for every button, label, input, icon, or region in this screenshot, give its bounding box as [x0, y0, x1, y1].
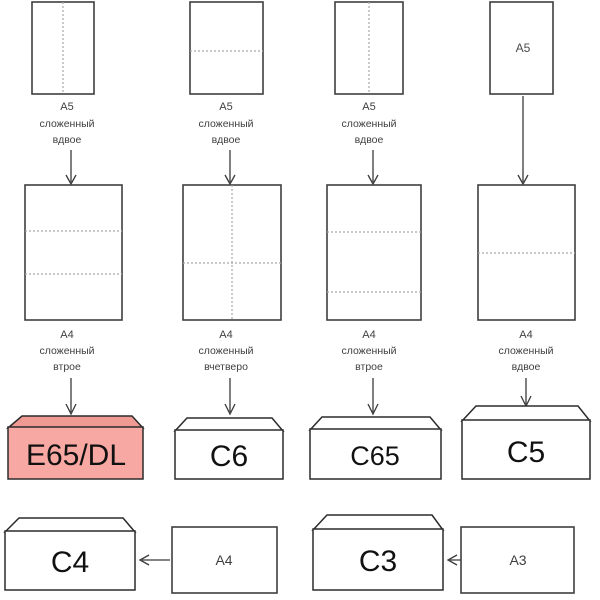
column-3-arrow-top-to-middle — [367, 150, 379, 186]
envelope-c5[interactable]: C5 — [460, 405, 592, 480]
column-2-middle-sheet — [182, 184, 282, 321]
paper-a4-label: A4 — [215, 552, 232, 568]
envelope-c3[interactable]: C3 — [311, 514, 445, 591]
column-4-arrow-top-to-middle — [517, 96, 529, 186]
column-4-middle-caption-size: A4 — [519, 329, 532, 341]
column-3-top-caption-line2: вдвое — [355, 134, 384, 146]
column-4-middle-caption: A4 сложенный вдвое — [498, 329, 553, 373]
column-4-middle-sheet — [477, 184, 576, 321]
column-1-middle-caption-size: A4 — [60, 329, 73, 341]
column-1-arrow-top-to-middle — [65, 150, 77, 186]
column-1-arrow-middle-to-envelope — [65, 378, 77, 416]
envelope-c65-label: C65 — [350, 441, 400, 471]
column-2-middle-caption-line2: вчетверо — [204, 361, 248, 373]
column-2-top-caption-size: A5 — [219, 101, 232, 113]
column-3-middle-caption-line1: сложенный — [341, 345, 396, 357]
paper-a4: A4 — [171, 526, 278, 594]
column-1-middle-caption-line2: втрое — [53, 361, 81, 373]
column-3-middle-sheet — [326, 184, 422, 321]
column-2-middle-caption-size: A4 — [219, 329, 232, 341]
envelope-c65[interactable]: C65 — [308, 416, 443, 480]
column-3-middle-caption: A4 сложенный втрое — [341, 329, 396, 373]
column-4-middle-caption-line1: сложенный — [498, 345, 553, 357]
column-4-top-sheet: A5 — [489, 1, 554, 95]
column-1-top-caption-line2: вдвое — [53, 134, 82, 146]
column-4-top-sheet-label: A5 — [516, 41, 531, 55]
column-2-top-sheet — [189, 1, 264, 95]
column-3-middle-caption-size: A4 — [362, 329, 375, 341]
envelope-c6-label: C6 — [210, 440, 248, 473]
column-4-middle-caption-line2: вдвое — [512, 361, 541, 373]
paper-a3: A3 — [460, 526, 575, 594]
column-3-middle-caption-line2: втрое — [355, 361, 383, 373]
envelope-e65-dl-label: E65/DL — [26, 439, 126, 472]
column-2-middle-caption: A4 сложенный вчетверо — [198, 329, 253, 373]
column-2-top-caption-line1: сложенный — [198, 118, 253, 130]
column-3-top-caption-line1: сложенный — [341, 118, 396, 130]
column-2-top-caption: A5 сложенный вдвое — [198, 101, 253, 146]
column-1-top-caption-line1: сложенный — [39, 118, 94, 130]
arrow-a4-to-c4 — [138, 554, 170, 566]
envelope-c3-label: C3 — [359, 545, 397, 578]
column-4-arrow-middle-to-envelope — [520, 378, 532, 408]
column-1-middle-sheet — [24, 184, 123, 321]
envelope-c6[interactable]: C6 — [173, 417, 285, 480]
envelope-c4-label: C4 — [51, 546, 89, 579]
column-2-arrow-top-to-middle — [224, 150, 236, 186]
column-1-middle-caption: A4 сложенный втрое — [39, 329, 94, 373]
column-1-top-caption-size: A5 — [60, 101, 73, 113]
envelope-e65-dl[interactable]: E65/DL — [5, 415, 145, 480]
column-3-arrow-middle-to-envelope — [367, 378, 379, 416]
column-2-arrow-middle-to-envelope — [224, 378, 236, 416]
envelope-c5-label: C5 — [507, 436, 545, 469]
column-3-top-caption: A5 сложенный вдвое — [341, 101, 396, 146]
envelope-c4[interactable]: C4 — [3, 517, 137, 591]
paper-a3-label: A3 — [509, 552, 526, 568]
column-1-top-sheet — [31, 1, 95, 95]
column-1-top-caption: A5 сложенный вдвое — [39, 101, 94, 146]
column-3-top-caption-size: A5 — [362, 101, 375, 113]
column-1-middle-caption-line1: сложенный — [39, 345, 94, 357]
column-2-top-caption-line2: вдвое — [212, 134, 241, 146]
column-3-top-sheet — [334, 1, 404, 95]
column-2-middle-caption-line1: сложенный — [198, 345, 253, 357]
